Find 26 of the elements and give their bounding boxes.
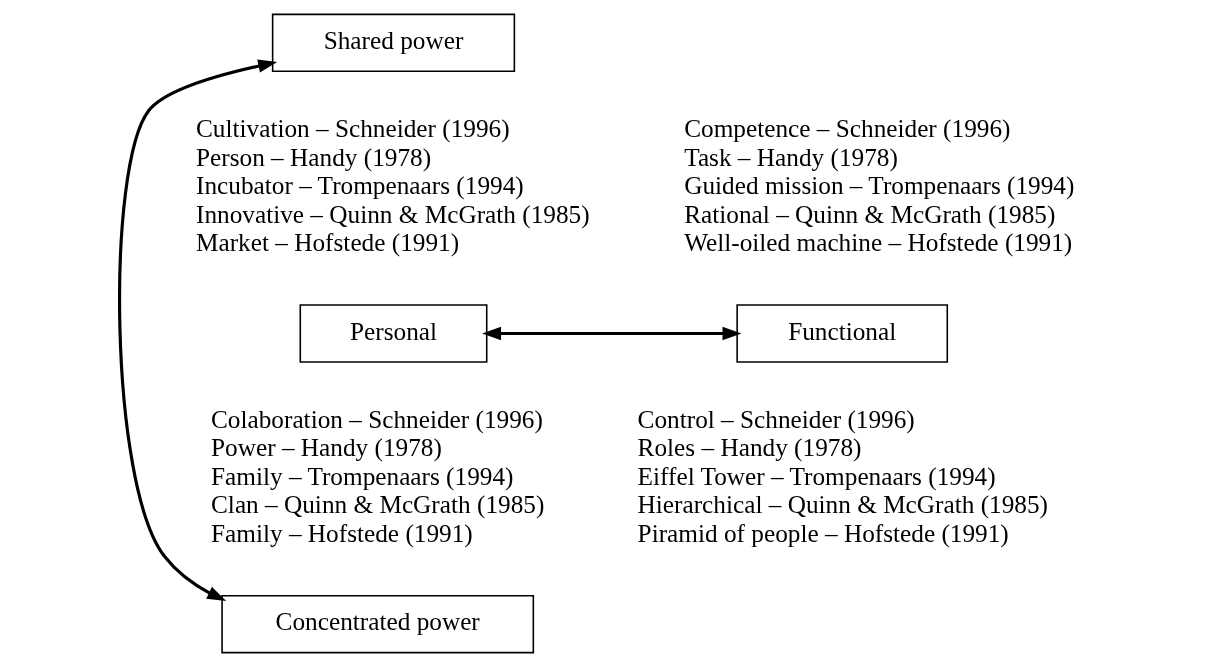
label: Cultivation – Schneider (1996) [196, 114, 510, 143]
arrow [482, 326, 742, 341]
label: Market – Hofstede (1991) [196, 228, 460, 257]
label: Guided mission – Trompenaars (1994) [684, 171, 1075, 200]
label: Piramid of people – Hofstede (1991) [637, 518, 1009, 547]
node-box: Shared power [271, 13, 516, 73]
label: Incubator – Trompenaars (1994) [196, 171, 524, 200]
node-box: Concentrated power [221, 595, 535, 654]
label: Well-oiled machine – Hofstede (1991) [684, 228, 1073, 257]
label: Family – Hofstede (1991) [211, 518, 473, 547]
label: Clan – Quinn & McGrath (1985) [211, 490, 545, 519]
label: Person – Handy (1978) [196, 142, 432, 171]
label: Hierarchical – Quinn & McGrath (1985) [637, 490, 1049, 519]
label: Control – Schneider (1996) [637, 404, 915, 433]
label: Rational – Quinn & McGrath (1985) [684, 199, 1056, 228]
node-box: Personal [299, 304, 488, 363]
node-box: Functional [736, 304, 949, 363]
label: Family – Trompenaars (1994) [211, 461, 514, 490]
label: Eiffel Tower – Trompenaars (1994) [637, 461, 996, 490]
label: Competence – Schneider (1996) [684, 114, 1011, 143]
label: Colaboration – Schneider (1996) [211, 404, 543, 433]
label: Power – Handy (1978) [211, 433, 442, 462]
arrow [118, 59, 278, 602]
label: Task – Handy (1978) [684, 142, 898, 171]
label: Roles – Handy (1978) [637, 433, 862, 462]
label: Innovative – Quinn & McGrath (1985) [196, 199, 590, 228]
